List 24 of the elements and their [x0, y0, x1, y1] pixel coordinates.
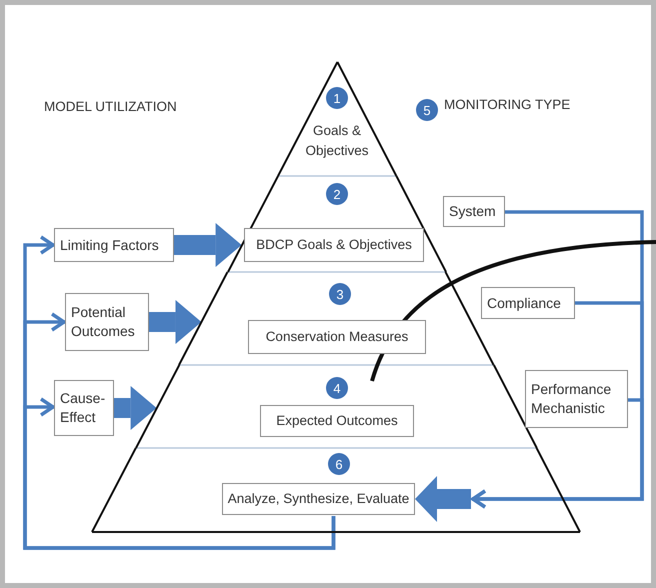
- number-badge: 1: [326, 87, 348, 109]
- level-label: Goals & Objectives: [304, 122, 370, 160]
- section-heading: MODEL UTILIZATION: [44, 99, 177, 114]
- factor-box: Cause-Effect: [54, 380, 114, 436]
- connector-arrow: [471, 398, 644, 509]
- number-badge: 2: [326, 183, 348, 205]
- block-arrow: [174, 223, 242, 267]
- level-box: Expected Outcomes: [260, 405, 414, 437]
- level-box: Analyze, Synthesize, Evaluate: [222, 483, 415, 515]
- monitoring-type-box: Performance Mechanistic: [525, 370, 628, 428]
- connector-arrow: [23, 397, 336, 550]
- number-badge: 4: [326, 377, 348, 399]
- section-heading: MONITORING TYPE: [444, 97, 570, 112]
- number-badge: 3: [328, 283, 351, 305]
- number-badge: 6: [328, 453, 350, 475]
- level-box: BDCP Goals & Objectives: [244, 228, 424, 262]
- monitoring-type-box: System: [443, 196, 505, 227]
- block-arrow: [114, 386, 157, 430]
- factor-box: Potential Outcomes: [65, 293, 149, 351]
- number-badge: 5: [416, 99, 438, 121]
- block-arrow: [149, 300, 202, 344]
- monitoring-type-box: Compliance: [481, 287, 575, 319]
- factor-box: Limiting Factors: [54, 228, 174, 262]
- level-box: Conservation Measures: [248, 320, 426, 354]
